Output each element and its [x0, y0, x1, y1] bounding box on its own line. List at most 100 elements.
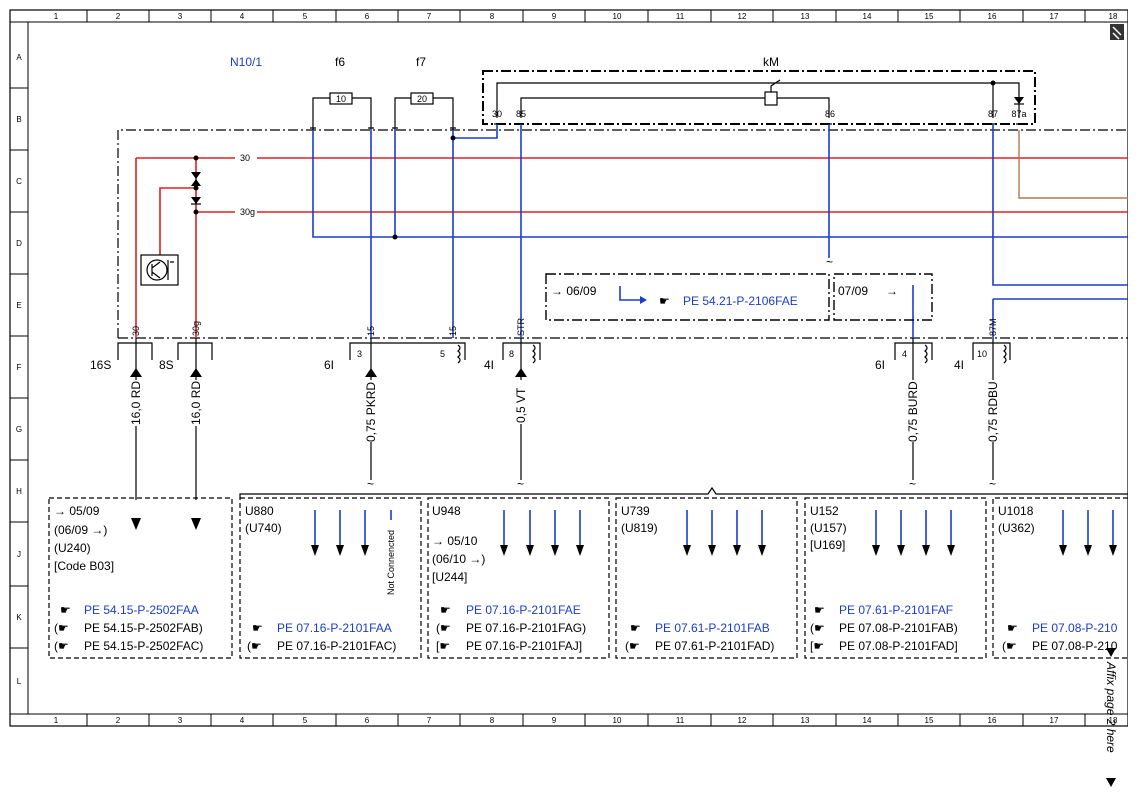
connector-pin-8: 8 [509, 349, 514, 359]
variant-box-3: U948 → 05/10 (06/10 →) [U244] ☛ PE 07.16… [427, 497, 610, 659]
km-pin-87a: 87a [1011, 109, 1026, 119]
km-pin-86: 86 [825, 109, 835, 119]
connector-16s: 16S [90, 358, 111, 372]
box6-line1: U1018 [998, 504, 1034, 518]
col-2: 2 [116, 12, 121, 21]
box5-ref1-link[interactable]: ☛ PE 07.61-P-2101FAF [814, 603, 953, 617]
box5-ref3: PE 07.08-P-2101FAD] [839, 639, 958, 653]
variant-box-0709: 07/09 → [833, 273, 933, 321]
box6-line2: (U362) [998, 521, 1035, 535]
box5-ref1: PE 07.61-P-2101FAF [839, 603, 953, 617]
col-5: 5 [303, 12, 308, 21]
col-8-bottom: 8 [490, 716, 495, 725]
svg-text:(☛: (☛ [247, 639, 262, 653]
svg-text:~: ~ [989, 477, 996, 491]
box6-ref1: PE 07.08-P-210 [1032, 621, 1118, 635]
box1-ref1: PE 54.15-P-2502FAA [84, 603, 199, 617]
connector-4i-a: 4I [484, 358, 494, 372]
box3-ref2-link[interactable]: (☛ PE 07.16-P-2101FAG) [436, 621, 586, 635]
box3-line1: U948 [432, 504, 461, 518]
wire-labels: 16,0 RD 16,0 RD 0,75 PKRD 0,5 VT 0,75 BU… [129, 380, 1000, 442]
connector-strip: 16S 8S 6I 4I 6I 4I 3 5 8 4 10 [90, 338, 1011, 530]
col-14-bottom: 14 [863, 716, 872, 725]
svg-text:→ 05/09: → 05/09 [54, 504, 100, 518]
box1-ref1-link[interactable]: ☛ PE 54.15-P-2502FAA [60, 603, 199, 617]
svg-text:(☛: (☛ [810, 621, 825, 635]
wire-burd: 0,75 BURD [906, 381, 920, 442]
variant-1-ref-link[interactable]: ☛ PE 54.21-P-2106FAE [659, 294, 798, 308]
box5-ref3-link[interactable]: [☛ PE 07.08-P-2101FAD] [810, 639, 958, 653]
box3-ref3-link[interactable]: [☛ PE 07.16-P-2101FAJ] [436, 639, 582, 653]
box2-ref2-link[interactable]: (☛ PE 07.16-P-2101FAC) [247, 639, 396, 653]
variant-1-ref: PE 54.21-P-2106FAE [683, 294, 798, 308]
row-A: A [16, 53, 22, 62]
connector-pin-10: 10 [977, 349, 987, 359]
col-11-bottom: 11 [676, 716, 685, 725]
col-1: 1 [54, 12, 59, 21]
col-3-bottom: 3 [178, 716, 183, 725]
connector-pin-5: 5 [440, 349, 445, 359]
box1-ref3-link[interactable]: (☛ PE 54.15-P-2502FAC) [54, 639, 203, 653]
variant-1-date: → 06/09 [551, 284, 597, 298]
svg-text:(☛: (☛ [436, 621, 451, 635]
col-12: 12 [738, 12, 747, 21]
box3-ref3: PE 07.16-P-2101FAJ] [466, 639, 582, 653]
box4-ref1-link[interactable]: ☛ PE 07.61-P-2101FAB [630, 621, 770, 635]
module-n10-label: N10/1 [230, 55, 262, 69]
wire-16s: 16,0 RD [129, 381, 143, 425]
row-J: J [17, 550, 21, 559]
box3-ref1-link[interactable]: ☛ PE 07.16-P-2101FAE [440, 603, 581, 617]
col-18: 18 [1109, 12, 1118, 21]
row-L: L [17, 677, 22, 686]
pin-label-87m: 87M [988, 318, 998, 336]
col-4: 4 [240, 12, 245, 21]
box1-ref2-link[interactable]: (☛ PE 54.15-P-2502FAB) [54, 621, 203, 635]
svg-text:(06/10 →): (06/10 →) [432, 552, 485, 566]
svg-text:~: ~ [367, 477, 374, 491]
power-bus: 30 30g [135, 130, 1128, 338]
box4-line1: U739 [621, 504, 650, 518]
km-pin-85: 85 [516, 109, 526, 119]
box2-line1: U880 [245, 504, 274, 518]
col-15: 15 [925, 12, 934, 21]
col-14: 14 [863, 12, 872, 21]
box5-line3: [U169] [810, 538, 845, 552]
svg-text:☛: ☛ [630, 621, 641, 635]
variant-box-2: U880 (U740) Not Connencted ☛ PE 07.16-P-… [239, 497, 422, 659]
pin-label-30: 30 [131, 326, 141, 336]
variant-1-date-text: 06/09 [566, 284, 596, 298]
pin-label-30g: 30g [191, 321, 201, 336]
svg-text:(06/09 →): (06/09 →) [54, 523, 107, 537]
tilde-86: ~ [826, 255, 833, 269]
svg-text:(☛: (☛ [625, 639, 640, 653]
box6-ref1-link[interactable]: ☛ PE 07.08-P-210 [1007, 621, 1118, 635]
box6-ref2-link[interactable]: (☛ PE 07.08-P-210 [1002, 639, 1118, 653]
box2-ref1-link[interactable]: ☛ PE 07.16-P-2101FAA [252, 621, 392, 635]
transistor-icon [140, 254, 179, 286]
box6-ref2: PE 07.08-P-210 [1032, 639, 1118, 653]
pin-label-15a: 15 [366, 326, 376, 336]
relay-km[interactable]: 30 85 86 87 87a [482, 70, 1036, 125]
col-7-bottom: 7 [427, 716, 432, 725]
row-H: H [16, 487, 22, 496]
svg-text:~: ~ [517, 477, 524, 491]
box3-ref1: PE 07.16-P-2101FAE [466, 603, 581, 617]
box4-ref2-link[interactable]: (☛ PE 07.61-P-2101FAD) [625, 639, 774, 653]
variant-box-5: U152 (U157) [U169] ☛ PE 07.61-P-2101FAF … [804, 497, 987, 659]
connector-pin-4: 4 [902, 349, 907, 359]
box3-line4: [U244] [432, 570, 467, 584]
grid-column-labels: 1 2 3 4 5 6 7 8 9 10 11 12 13 14 15 16 1… [54, 10, 1118, 726]
svg-text:[☛: [☛ [436, 639, 450, 653]
box5-ref2-link[interactable]: (☛ PE 07.08-P-2101FAB) [810, 621, 958, 635]
variant-box-1: → 05/09 (06/09 →) (U240) [Code B03] ☛ PE… [48, 497, 233, 659]
box4-ref1: PE 07.61-P-2101FAB [655, 621, 770, 635]
box1-line3: (U240) [54, 541, 91, 555]
fuse-f6[interactable]: 10 [312, 92, 372, 130]
row-D: D [16, 239, 22, 248]
affix-note: Affix page 2 here [1104, 648, 1118, 787]
row-G: G [16, 425, 22, 434]
fuse-f7[interactable]: 20 [394, 92, 454, 130]
svg-text:☛: ☛ [1007, 621, 1018, 635]
variant-2-date: 07/09 [838, 284, 868, 298]
connector-pin-labels: 30 30g 15 15 STR 87M [131, 317, 998, 336]
